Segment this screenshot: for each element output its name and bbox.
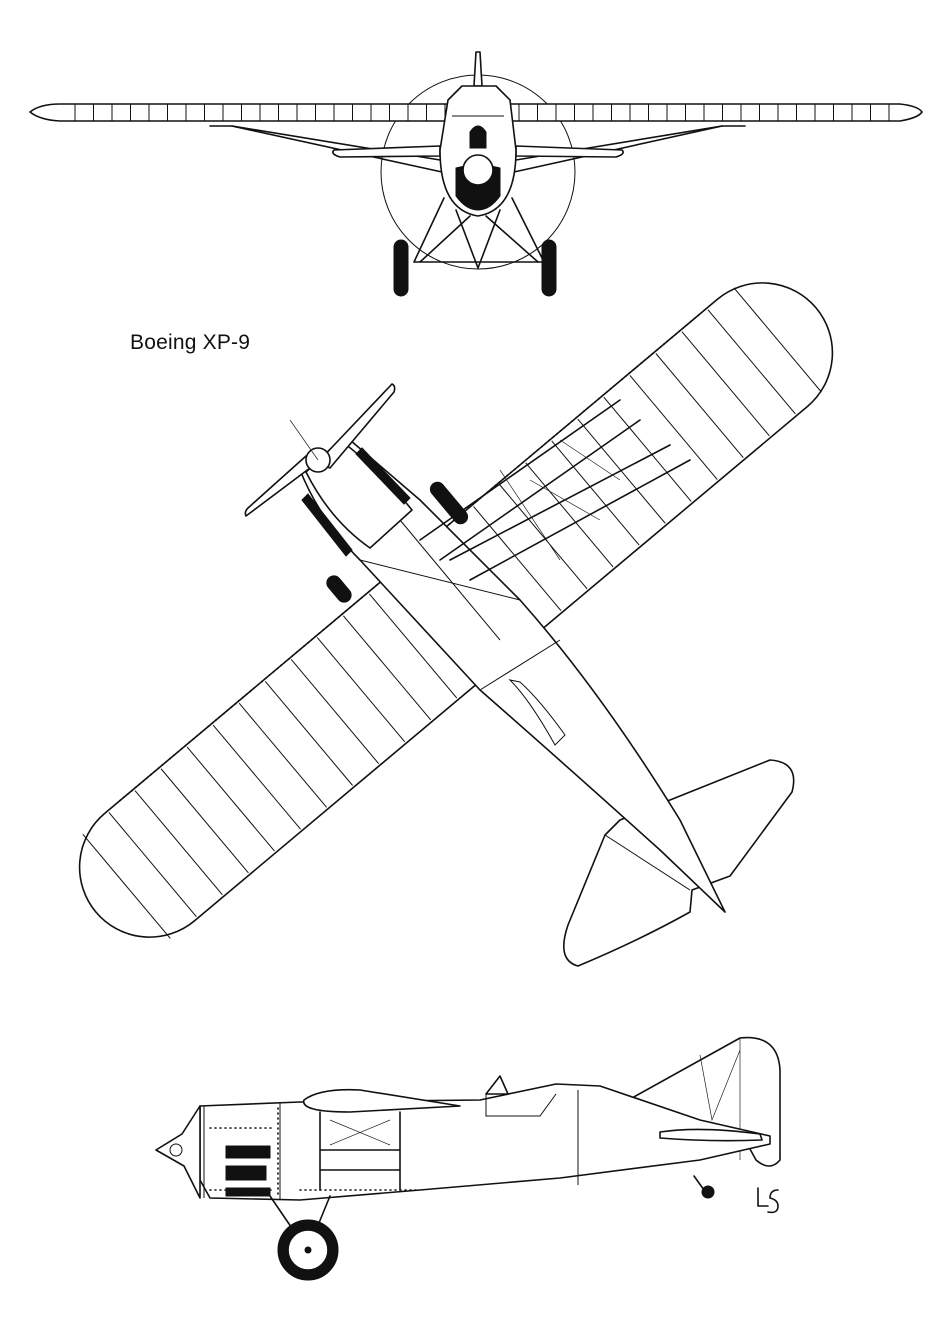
fin: [473, 51, 483, 87]
top-wing-rib: [290, 659, 380, 764]
top-wing-rib: [473, 506, 562, 611]
tail-wheel: [701, 1185, 715, 1199]
side-exhausts-2: [225, 1165, 267, 1181]
bracing-wires: [499, 439, 621, 561]
signature-mark: [757, 1187, 779, 1214]
top-wheel-left: [326, 575, 352, 603]
top-wing-rib: [369, 593, 458, 699]
side-bracing: [329, 1119, 391, 1146]
side-exhausts-3: [225, 1187, 271, 1197]
top-wing-rib: [603, 396, 692, 502]
spinner-axis: [289, 419, 319, 461]
side-exhausts: [225, 1145, 271, 1159]
side-wheel-axle: [304, 1246, 312, 1254]
side-stabilizer: [659, 1128, 763, 1142]
top-wing-rib: [733, 287, 822, 393]
aircraft-title: Boeing XP-9: [130, 331, 251, 354]
top-wing-rib: [316, 637, 406, 743]
side-wing: [303, 1088, 461, 1113]
top-wing-rib: [525, 462, 614, 568]
top-view: [78, 282, 834, 967]
top-wing-rib: [134, 790, 223, 896]
exhaust-stacks-left: [301, 493, 353, 557]
left-wheel: [393, 239, 409, 297]
top-wing-rib: [681, 331, 770, 437]
front-view: [29, 51, 923, 297]
side-view: [155, 1036, 781, 1281]
top-wing-rib: [655, 353, 744, 459]
right-stabilizer: [515, 145, 624, 158]
top-wing-rib: [238, 702, 327, 808]
top-wing-rib: [212, 724, 301, 830]
tail-skid: [693, 1175, 705, 1191]
top-wing-rib: [108, 812, 197, 917]
top-wing-rib: [82, 833, 171, 939]
headrest: [469, 125, 487, 149]
fuselage-frames: [359, 519, 561, 691]
top-wing-rib: [629, 375, 718, 480]
top-wing-rib: [160, 768, 249, 874]
spinner: [462, 154, 494, 186]
left-stabilizer: [332, 145, 441, 158]
top-wing-rib: [707, 309, 796, 415]
side-spinner: [155, 1105, 201, 1199]
top-wing-rib: [264, 681, 354, 786]
cockpit-opening: [485, 1093, 557, 1117]
cockpit: [508, 679, 566, 746]
top-wing-rib: [499, 484, 588, 590]
propeller-blade-upper: [317, 383, 396, 469]
top-wing-struts: [419, 399, 691, 581]
right-wheel: [541, 239, 557, 297]
front-wing-ribs: [74, 104, 890, 121]
side-struts: [319, 1111, 401, 1191]
front-landing-gear: [413, 197, 545, 269]
spinner-hub: [169, 1143, 183, 1157]
exhaust-stacks-right: [355, 447, 411, 505]
top-wing-rib: [551, 440, 640, 546]
windscreen: [485, 1075, 509, 1095]
top-wheel-right: [429, 481, 469, 525]
front-gear-braces: [419, 215, 539, 263]
top-wing-rib: [342, 615, 432, 721]
top-wing-rib: [186, 746, 275, 852]
propeller-blade-lower: [244, 455, 319, 517]
